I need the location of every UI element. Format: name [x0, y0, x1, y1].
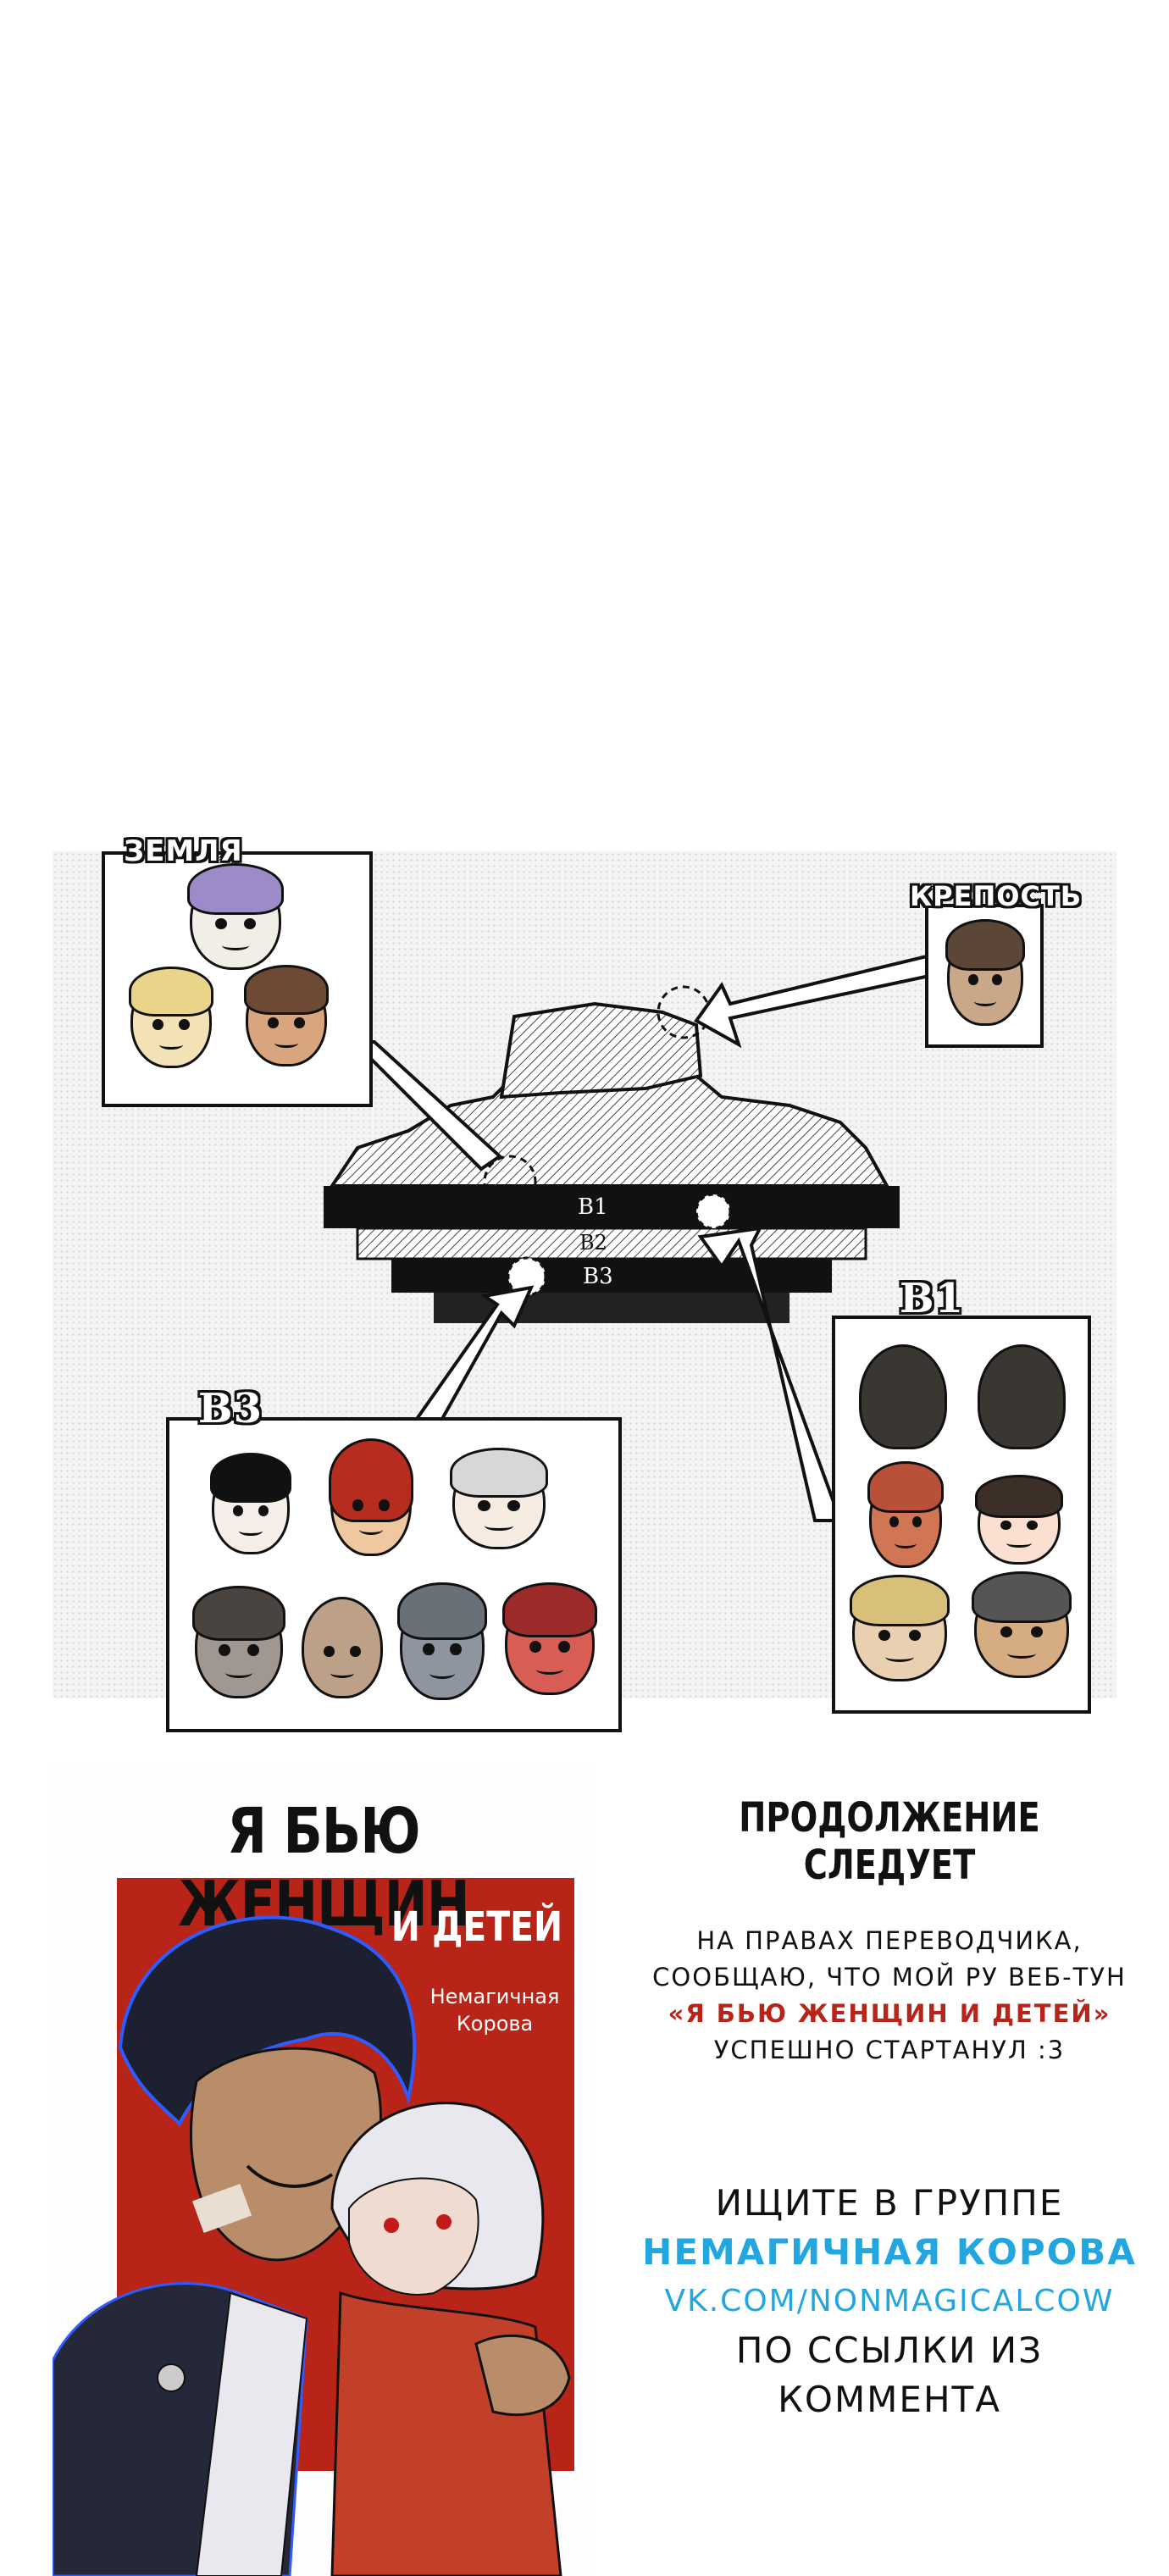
note-line4: УСПЕШНО СТАРТАНУЛ :3 — [713, 2036, 1066, 2064]
note-line1: НА ПРАВАХ ПЕРЕВОДЧИКА, — [696, 1926, 1083, 1955]
cover-subtitle: И ДЕТЕЙ — [391, 1903, 562, 1951]
character-portrait — [186, 862, 285, 970]
to-be-continued: ПРОДОЛЖЕНИЕ СЛЕДУЕТ — [739, 1794, 1040, 1889]
note-line2: СООБЩАЮ, ЧТО МОЙ РУ ВЕБ-ТУН — [652, 1963, 1127, 1992]
character-portrait — [302, 1597, 383, 1698]
floor-label-b1: B1 — [578, 1194, 608, 1220]
character-portrait — [945, 918, 1026, 1026]
character-portrait — [397, 1582, 487, 1700]
character-portrait — [978, 1344, 1066, 1449]
character-portrait — [449, 1448, 549, 1549]
cover-author-line1: Немагичная — [429, 1985, 560, 2008]
promo-line5: КОММЕНТА — [778, 2379, 1001, 2420]
fortress-label: КРЕПОСТЬ — [910, 880, 1083, 912]
fortress-illustration — [324, 952, 935, 1522]
cover-artwork — [53, 1915, 571, 2576]
b3-label: B3 — [198, 1385, 263, 1432]
group-promo: ИЩИТЕ В ГРУППЕ НЕМАГИЧНАЯ КОРОВА VK.COM/… — [627, 2179, 1152, 2424]
webtoon-cover: Я БЬЮ ЖЕНЩИН И ДЕТЕЙ Немагичная Корова — [53, 1768, 595, 2576]
character-portrait — [192, 1586, 285, 1698]
b3-box — [166, 1417, 622, 1732]
b1-box — [832, 1316, 1091, 1714]
character-portrait — [859, 1344, 947, 1449]
character-portrait — [975, 1474, 1063, 1565]
character-portrait — [867, 1460, 944, 1568]
character-portrait — [328, 1438, 414, 1556]
promo-line4: ПО ССЫЛКИ ИЗ — [735, 2329, 1044, 2371]
earth-label: ЗЕМЛЯ — [124, 834, 243, 868]
earth-box — [102, 851, 373, 1107]
character-portrait — [502, 1582, 597, 1695]
character-portrait — [243, 965, 330, 1066]
promo-group-name: НЕМАГИЧНАЯ КОРОВА — [642, 2231, 1137, 2273]
character-portrait — [849, 1574, 950, 1681]
b1-label: B1 — [900, 1275, 964, 1322]
note-webtoon-title: «Я БЬЮ ЖЕНЩИН И ДЕТЕЙ» — [668, 1999, 1111, 2028]
character-portrait — [209, 1453, 292, 1554]
translator-note: НА ПРАВАХ ПЕРЕВОДЧИКА, СООБЩАЮ, ЧТО МОЙ … — [627, 1923, 1152, 2069]
character-portrait — [128, 967, 214, 1068]
fortress-box — [925, 904, 1044, 1048]
floor-label-b2: B2 — [579, 1231, 607, 1255]
floor-label-b3: B3 — [583, 1264, 613, 1289]
cover-author-line2: Корова — [456, 2012, 534, 2036]
map-diagram: B1 B2 B3 ЗЕМЛЯ КРЕПОСТЬ B1 — [53, 834, 1116, 1732]
cover-author: Немагичная Корова — [427, 1983, 562, 2037]
character-portrait — [971, 1571, 1072, 1678]
promo-line1: ИЩИТЕ В ГРУППЕ — [715, 2182, 1064, 2224]
promo-link[interactable]: VK.COM/NONMAGICALCOW — [664, 2284, 1115, 2318]
